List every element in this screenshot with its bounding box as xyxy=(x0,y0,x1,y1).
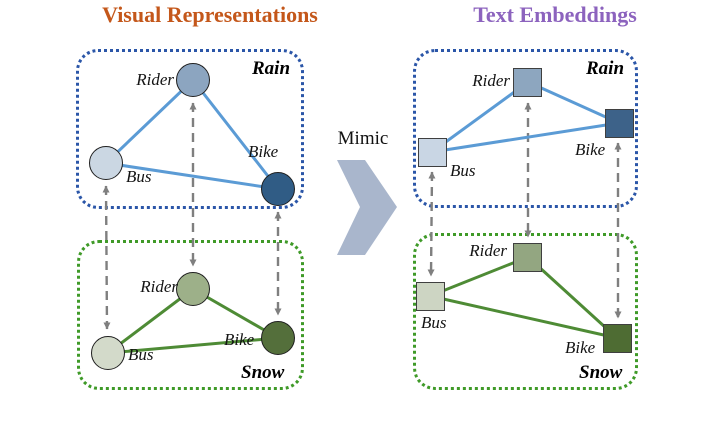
visual-rain-bus-node xyxy=(89,146,123,180)
text-rain-bus-node xyxy=(418,138,447,167)
edge-bus-rider xyxy=(104,78,195,165)
visual-rain-bike-node xyxy=(261,172,295,206)
text-snow-bus-node xyxy=(416,282,445,311)
text-embeddings-title: Text Embeddings xyxy=(473,2,637,27)
visual-rain-rider-node xyxy=(176,63,210,97)
cross-link-arrows xyxy=(102,102,622,330)
edge-rider-bike xyxy=(526,80,621,125)
text-rain-bike-label: Bike xyxy=(575,140,606,159)
visual-snow-rider-node xyxy=(176,272,210,306)
edge-bus-bike xyxy=(104,161,280,191)
visual-rain-rider-label: Rider xyxy=(136,70,174,89)
visual-snow-rider-label: Rider xyxy=(140,277,178,296)
cross-link-bus-visual xyxy=(102,185,111,330)
text-rain-bus-label: Bus xyxy=(450,161,476,180)
text-rain-rider-label: Rider xyxy=(472,71,510,90)
visual-snow-cluster-title: Snow xyxy=(241,362,285,383)
visual-rain-cluster-title: Rain xyxy=(252,58,291,79)
text-rain-rider-node xyxy=(513,68,542,97)
visual-rain-bus-label: Bus xyxy=(126,167,152,186)
text-snow-bike-label: Bike xyxy=(565,338,596,357)
edge-bus-rider xyxy=(430,80,530,154)
text-snow-rider-label: Rider xyxy=(469,241,507,260)
visual-snow-bus-label: Bus xyxy=(128,345,154,364)
edge-bus-bike xyxy=(428,294,619,340)
visual-snow-bike-label: Bike xyxy=(224,330,255,349)
visual-snow-bike-node xyxy=(261,321,295,355)
edge-rider-bike xyxy=(191,78,280,191)
visual-snow-bus-node xyxy=(91,336,125,370)
text-rain-cluster-title: Rain xyxy=(586,58,625,79)
mimic-chevron-icon xyxy=(337,160,397,255)
text-snow-bus-label: Bus xyxy=(421,313,447,332)
text-snow-edges xyxy=(428,255,619,340)
cross-link-bus-text xyxy=(427,171,436,277)
text-snow-rider-node xyxy=(513,243,542,272)
text-rain-bike-node xyxy=(605,109,634,138)
edge-rider-bike xyxy=(526,255,619,340)
edge-bus-bike xyxy=(106,336,280,355)
mimic-label: Mimic xyxy=(337,128,389,149)
text-rain-edges xyxy=(430,80,621,154)
text-snow-cluster-title: Snow xyxy=(579,362,623,383)
visual-rain-bike-label: Bike xyxy=(248,142,279,161)
edge-bus-rider xyxy=(428,255,530,298)
edge-bus-bike xyxy=(430,121,621,154)
visual-representations-title: Visual Representations xyxy=(102,2,318,27)
text-snow-bike-node xyxy=(603,324,632,353)
visual-rain-edges xyxy=(104,78,280,191)
